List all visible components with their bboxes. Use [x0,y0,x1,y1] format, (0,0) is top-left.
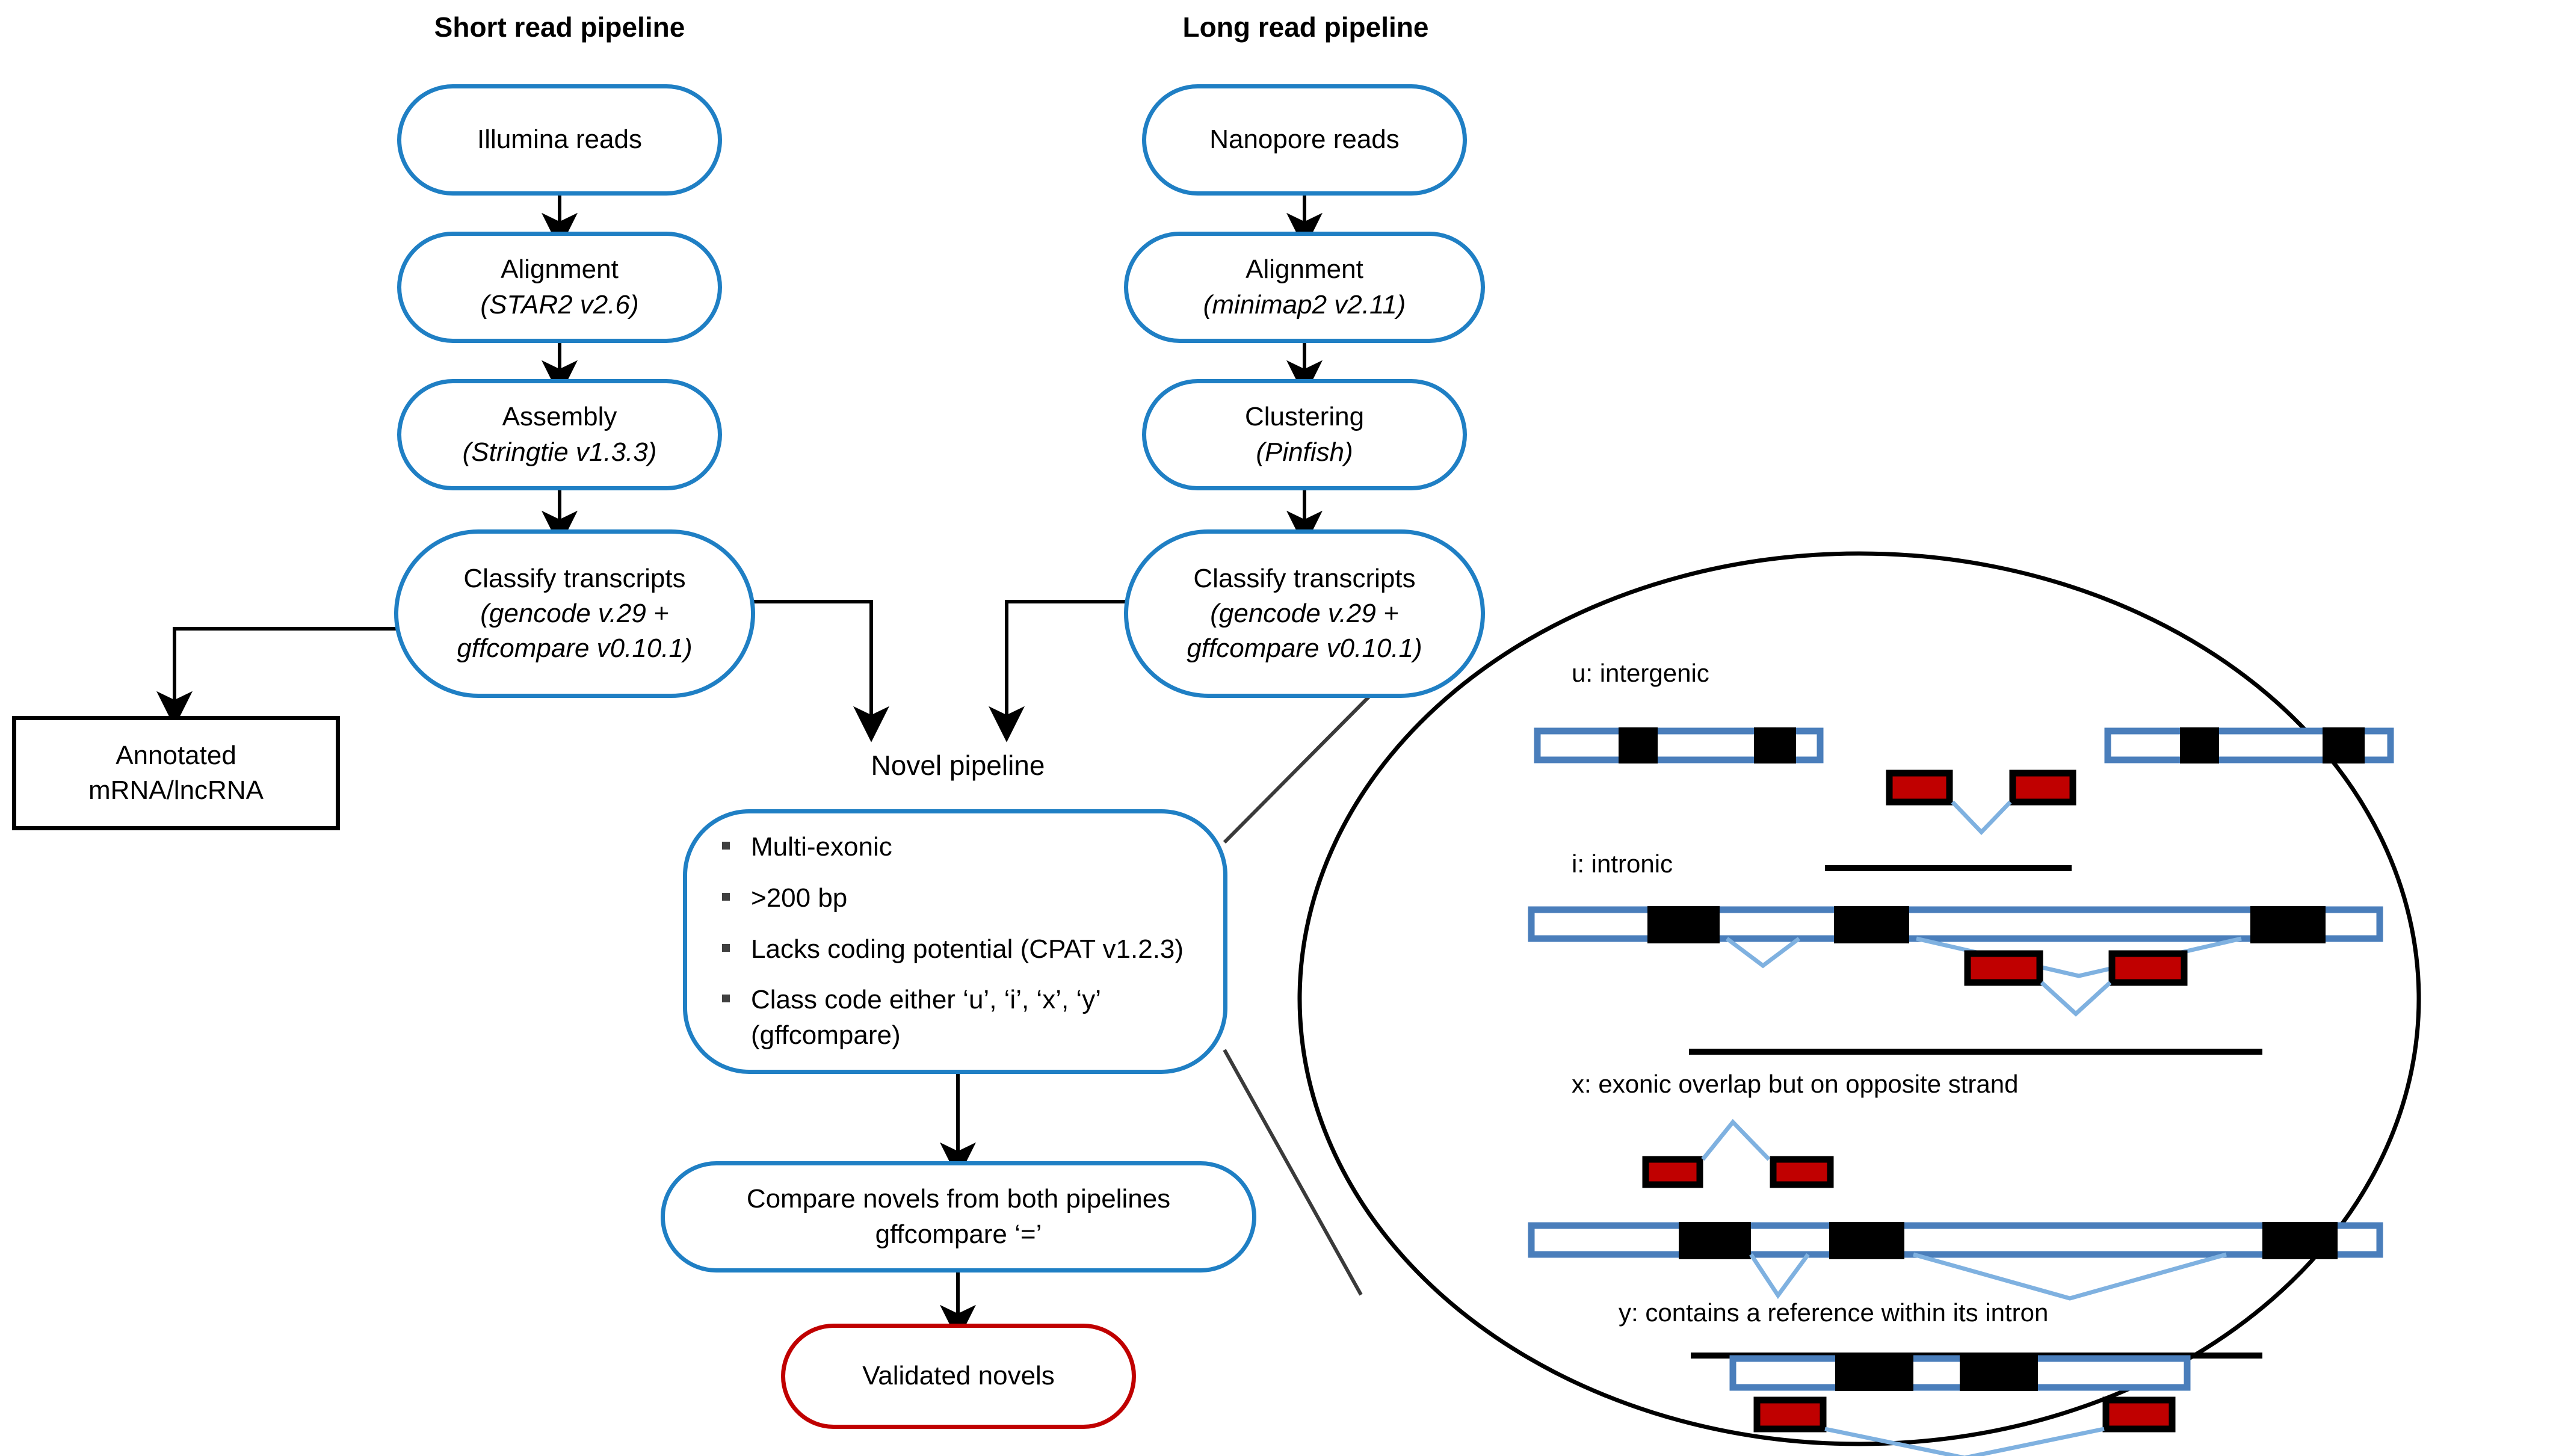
node-long-alignment-line1: Alignment [1246,254,1363,285]
node-annotated-output-line2: mRNA/lncRNA [88,776,264,805]
callout-leader-lines [1223,682,1383,1296]
class-code-panel-x [1528,1118,2383,1359]
node-compare-novels[interactable]: Compare novels from both pipelines gffco… [661,1161,1256,1272]
reference-track-y [1729,1355,2191,1391]
node-long-clustering[interactable]: Clustering (Pinfish) [1142,379,1467,490]
node-annotated-output-line1: Annotated [116,740,236,770]
node-long-alignment[interactable]: Alignment (minimap2 v2.11) [1124,232,1485,343]
novel-transcript-y [1753,1396,2176,1456]
node-short-classify-line3: gffcompare v0.10.1) [457,634,693,664]
class-code-label-u: u: intergenic [1572,659,1709,687]
node-long-alignment-line2: (minimap2 v2.11) [1203,289,1406,319]
node-short-alignment-line2: (STAR2 v2.6) [480,289,639,319]
reference-track-u-left [1534,727,1824,763]
flow-arrows [542,196,1323,1341]
node-short-assembly[interactable]: Assembly (Stringtie v1.3.3) [397,379,722,490]
novel-criteria-list: Multi-exonic >200 bp Lacks coding potent… [715,830,1196,1054]
annotated-branch [156,627,400,727]
class-code-panel-y [1729,1355,2191,1456]
novel-transcript-x [1642,1118,1834,1188]
class-code-label-i: i: intronic [1572,850,1673,878]
node-validated-novels-line1: Validated novels [862,1361,1055,1391]
node-compare-novels-line1: Compare novels from both pipelines [746,1184,1171,1214]
node-short-assembly-line1: Assembly [502,402,617,432]
node-validated-novels[interactable]: Validated novels [781,1324,1136,1429]
class-code-label-x: x: exonic overlap but on opposite strand [1572,1070,2019,1098]
node-short-assembly-line2: (Stringtie v1.3.3) [462,437,657,467]
novel-criteria-item: Multi-exonic [715,830,1196,865]
caption-short-read: Short read pipeline [434,11,685,43]
reference-track-i [1528,906,2383,978]
caption-long-read: Long read pipeline [1182,11,1429,43]
node-illumina-reads-line1: Illumina reads [477,125,642,155]
short-to-novel-branch [721,600,889,742]
novel-criteria-item: Lacks coding potential (CPAT v1.2.3) [715,932,1196,967]
node-long-classify-line3: gffcompare v0.10.1) [1187,634,1422,664]
node-short-classify-line1: Classify transcripts [463,563,686,593]
novel-criteria-item-line2: (gffcompare) [751,1020,901,1050]
node-nanopore-reads[interactable]: Nanopore reads [1142,84,1467,196]
novel-criteria-item-line1: Class code either ‘u’, ‘i’, ‘x’, ‘y’ [751,985,1101,1015]
node-short-alignment-line1: Alignment [501,254,619,285]
node-annotated-output[interactable]: Annotated mRNA/lncRNA [12,716,340,830]
reference-track-x [1528,1222,2383,1301]
class-code-panel-u [1534,727,2394,871]
caption-novel-pipeline: Novel pipeline [871,750,1045,781]
node-nanopore-reads-line1: Nanopore reads [1209,125,1400,155]
long-to-novel-branch [989,600,1132,742]
node-long-classify-line2: (gencode v.29 + [1210,598,1399,628]
node-short-classify-line2: (gencode v.29 + [480,598,669,628]
node-long-clustering-line1: Clustering [1244,402,1365,432]
reference-track-u-right [2104,727,2394,763]
node-long-classify-line1: Classify transcripts [1193,563,1416,593]
node-novel-criteria[interactable]: Multi-exonic >200 bp Lacks coding potent… [683,809,1227,1074]
novel-criteria-item: Class code either ‘u’, ‘i’, ‘x’, ‘y’ (gf… [715,982,1196,1053]
class-code-panel-i [1528,906,2383,1055]
class-code-label-y: y: contains a reference within its intro… [1619,1298,2049,1327]
node-long-classify[interactable]: Classify transcripts (gencode v.29 + gff… [1124,529,1485,698]
novel-transcript-i [1964,950,2188,1017]
node-compare-novels-line2: gffcompare ‘=’ [875,1219,1042,1249]
node-short-alignment[interactable]: Alignment (STAR2 v2.6) [397,232,722,343]
novel-transcript-u [1886,770,2076,836]
novel-criteria-item: >200 bp [715,881,1196,916]
zoom-callout-ellipse [1297,551,2421,1446]
node-illumina-reads[interactable]: Illumina reads [397,84,722,196]
node-long-clustering-line2: (Pinfish) [1256,437,1353,467]
node-short-classify[interactable]: Classify transcripts (gencode v.29 + gff… [394,529,755,698]
